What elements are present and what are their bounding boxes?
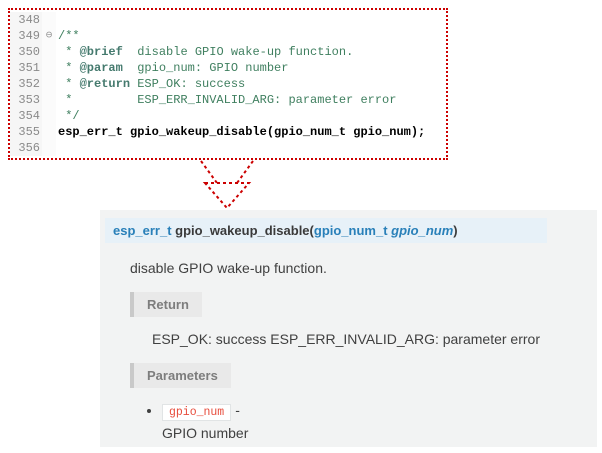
code-line: 354 */ bbox=[10, 108, 446, 124]
line-number: 356 bbox=[10, 140, 42, 156]
return-rubric: Return bbox=[130, 292, 202, 317]
code-segment-comment: ESP_OK: success bbox=[130, 77, 246, 91]
fold-column bbox=[42, 60, 56, 76]
code-segment-comment: /** bbox=[58, 29, 80, 43]
return-description: ESP_OK: success ESP_ERR_INVALID_ARG: par… bbox=[152, 331, 540, 347]
param-name: gpio_num bbox=[391, 223, 454, 238]
fold-column bbox=[42, 140, 56, 156]
parameter-item: gpio_num- GPIO number bbox=[162, 402, 597, 441]
code-line: 350 * @brief disable GPIO wake-up functi… bbox=[10, 44, 446, 60]
line-number: 355 bbox=[10, 124, 42, 140]
line-number: 353 bbox=[10, 92, 42, 108]
line-number: 348 bbox=[10, 12, 42, 28]
code-line: 348 bbox=[10, 12, 446, 28]
fold-column bbox=[42, 44, 56, 60]
code-segment-tag: @return bbox=[79, 77, 131, 91]
dotted-arrow-down-icon bbox=[175, 160, 279, 212]
parameter-list: gpio_num- GPIO number bbox=[162, 402, 597, 441]
code-text: * ESP_ERR_INVALID_ARG: parameter error bbox=[56, 92, 396, 108]
code-line: 352 * @return ESP_OK: success bbox=[10, 76, 446, 92]
code-line: 353 * ESP_ERR_INVALID_ARG: parameter err… bbox=[10, 92, 446, 108]
doc-panel: esp_err_t gpio_wakeup_disable(gpio_num_t… bbox=[100, 210, 597, 447]
fold-column bbox=[42, 76, 56, 92]
line-number: 354 bbox=[10, 108, 42, 124]
paren-open: ( bbox=[309, 223, 314, 238]
code-text: /** bbox=[56, 28, 80, 44]
code-segment-tag: @brief bbox=[79, 45, 123, 59]
fold-column bbox=[42, 108, 56, 124]
code-text: esp_err_t gpio_wakeup_disable(gpio_num_t… bbox=[56, 124, 425, 140]
code-segment-comment: */ bbox=[58, 109, 80, 123]
code-segment-comment: * bbox=[58, 77, 80, 91]
parameters-rubric: Parameters bbox=[130, 363, 231, 388]
line-number: 351 bbox=[10, 60, 42, 76]
fold-column bbox=[42, 12, 56, 28]
return-type-link[interactable]: esp_err_t bbox=[113, 223, 176, 238]
code-text: * @return ESP_OK: success bbox=[56, 76, 245, 92]
code-line: 351 * @param gpio_num: GPIO number bbox=[10, 60, 446, 76]
code-text bbox=[56, 140, 58, 156]
code-text: */ bbox=[56, 108, 80, 124]
parameter-dash: - bbox=[235, 402, 240, 418]
parameter-name-badge: gpio_num bbox=[162, 404, 232, 421]
code-text: * @param gpio_num: GPIO number bbox=[56, 60, 288, 76]
function-brief: disable GPIO wake-up function. bbox=[130, 260, 327, 276]
line-number: 352 bbox=[10, 76, 42, 92]
code-line: 349⊖/** bbox=[10, 28, 446, 44]
function-signature: esp_err_t gpio_wakeup_disable(gpio_num_t… bbox=[105, 218, 547, 243]
code-segment-decl: esp_err_t gpio_wakeup_disable(gpio_num_t… bbox=[58, 125, 426, 139]
code-segment-comment: * bbox=[58, 45, 80, 59]
code-line: 356 bbox=[10, 140, 446, 156]
code-segment-comment: * ESP_ERR_INVALID_ARG: parameter error bbox=[58, 93, 397, 107]
code-text: * @brief disable GPIO wake-up function. bbox=[56, 44, 353, 60]
parameter-description: GPIO number bbox=[162, 425, 249, 441]
code-segment-tag: @param bbox=[79, 61, 123, 75]
fold-column bbox=[42, 92, 56, 108]
line-number: 350 bbox=[10, 44, 42, 60]
fold-column bbox=[42, 124, 56, 140]
paren-close: ) bbox=[453, 223, 458, 238]
code-segment-comment: gpio_num: GPIO number bbox=[122, 61, 289, 75]
code-line: 355 esp_err_t gpio_wakeup_disable(gpio_nu… bbox=[10, 124, 446, 140]
line-number: 349 bbox=[10, 28, 42, 44]
code-segment-comment: disable GPIO wake-up function. bbox=[122, 45, 354, 59]
code-segment-comment: * bbox=[58, 61, 80, 75]
function-name: gpio_wakeup_disable bbox=[175, 223, 310, 238]
fold-collapse-icon[interactable]: ⊖ bbox=[42, 28, 56, 44]
param-type-link[interactable]: gpio_num_t bbox=[313, 223, 392, 238]
code-text bbox=[56, 12, 58, 28]
